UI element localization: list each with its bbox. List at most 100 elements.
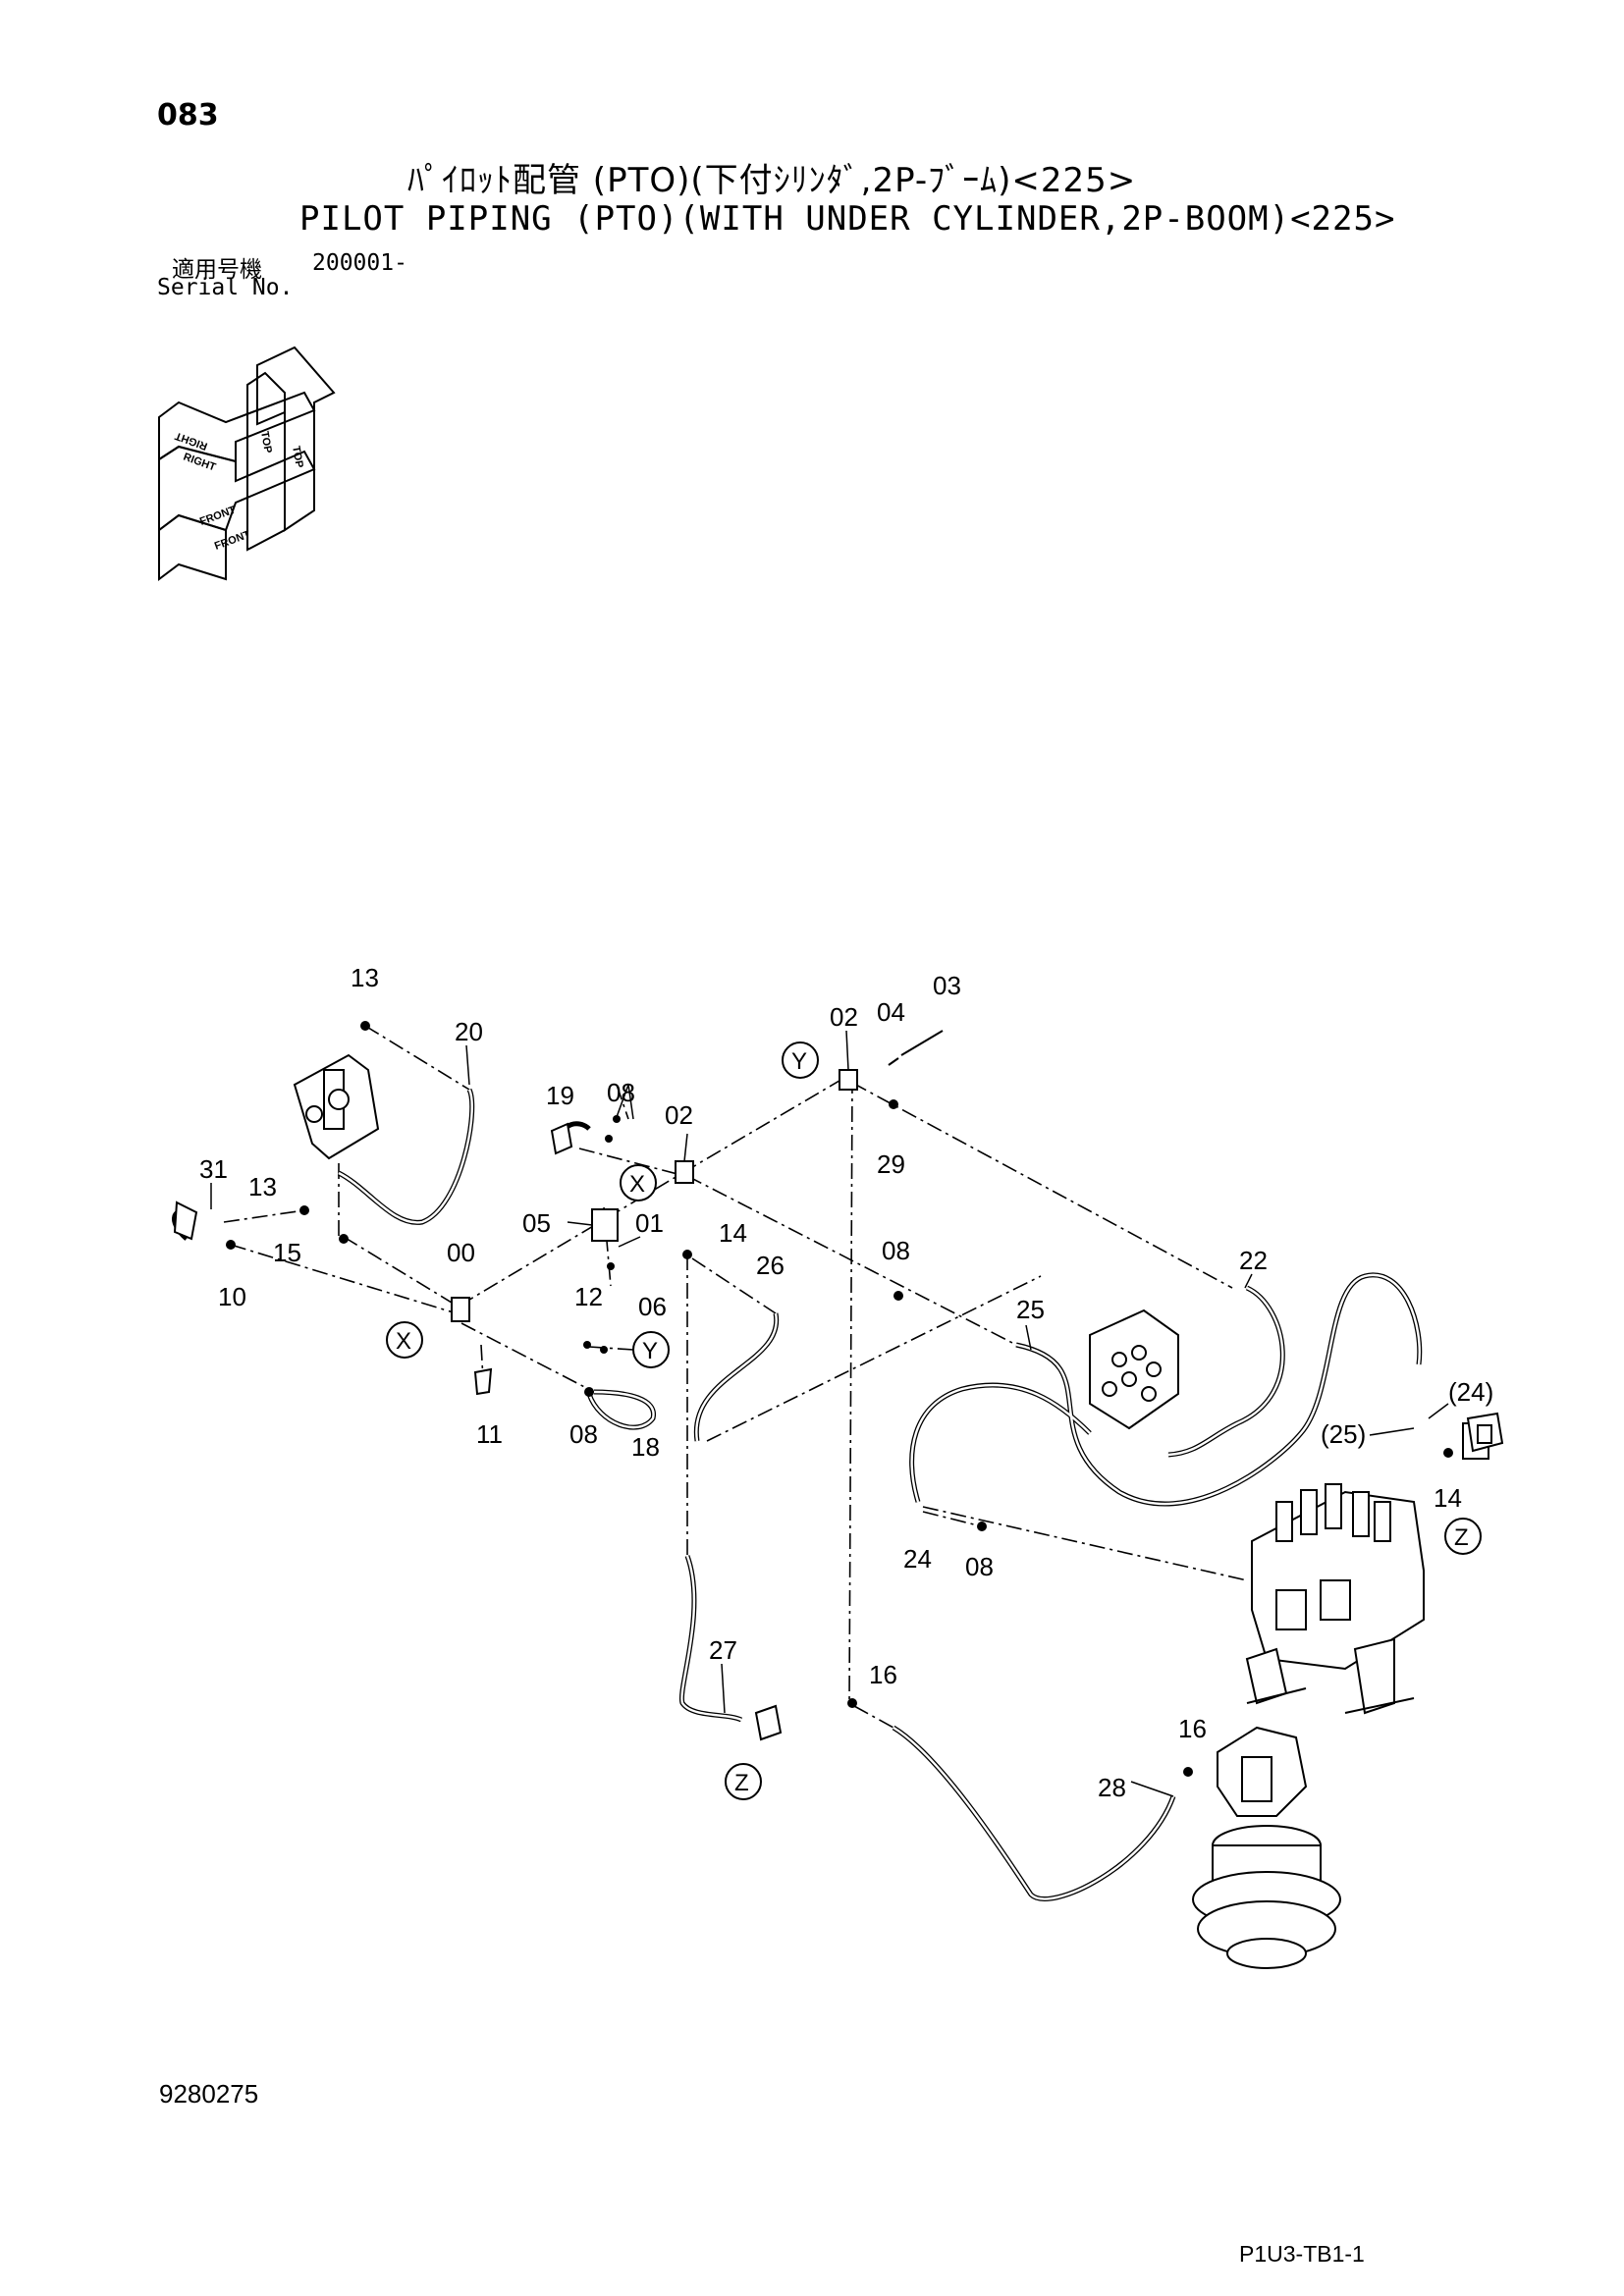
fitting-16b (1183, 1767, 1193, 1777)
fitting-12 (583, 1341, 591, 1349)
leader-12-y (588, 1346, 634, 1351)
part-label-31: 31 (199, 1154, 228, 1184)
components (173, 1053, 1504, 1969)
orient-top-arrow (256, 346, 336, 532)
block-00 (451, 1297, 470, 1322)
part-label-04: 04 (877, 997, 905, 1027)
solenoid-bracket (1466, 1412, 1504, 1453)
leader-19-02 (578, 1148, 678, 1175)
signal-control-valve (1089, 1308, 1179, 1430)
orient-front-label: FRONT (198, 504, 238, 527)
part-label-12: 12 (574, 1282, 603, 1311)
part-label-08b: 08 (569, 1419, 598, 1449)
fitting-13a (360, 1021, 370, 1031)
orient-top-label: TOP (290, 445, 305, 468)
leader-08a (616, 1084, 629, 1120)
fitting-14a (682, 1250, 692, 1259)
part-label-22: 22 (1239, 1246, 1268, 1275)
part-label-02b: 02 (830, 1002, 858, 1032)
serial-label-japanese: 適用号機 (172, 257, 262, 283)
leader-02-02b (681, 1077, 845, 1174)
part-label-18: 18 (631, 1432, 660, 1462)
leader-10-00 (230, 1244, 458, 1314)
bracket-31 (173, 1201, 198, 1241)
part-label-24-paren: (24) (1448, 1377, 1493, 1407)
fitting-15 (339, 1234, 349, 1244)
bracket-19 (550, 1122, 573, 1155)
part-label-08c: 08 (882, 1236, 910, 1265)
orient-right-label-2: RIGHT (174, 429, 210, 452)
label-leaders (210, 1030, 1449, 1797)
orient-top-arrow-inner (246, 371, 286, 552)
part-label-25-paren: (25) (1321, 1419, 1366, 1449)
part-label-24: 24 (903, 1544, 932, 1574)
block-02b (839, 1069, 858, 1091)
part-label-13: 13 (351, 963, 379, 992)
fitting-29 (889, 1099, 898, 1109)
part-label-05: 05 (522, 1208, 551, 1238)
callout-circles: X X Y Y Z Z (386, 1041, 1482, 1800)
callout-z-2-label: Z (734, 1770, 749, 1796)
serial-label-english: Serial No. (157, 275, 294, 300)
block-05 (591, 1208, 619, 1242)
part-label-20: 20 (455, 1017, 483, 1046)
fitting-10 (226, 1240, 236, 1250)
part-04 (888, 1057, 899, 1066)
fitting-06 (607, 1262, 615, 1270)
fitting-08a (613, 1115, 621, 1123)
fitting-08a2 (605, 1135, 613, 1143)
callout-y-1 (782, 1041, 819, 1079)
leader-16-28 (853, 1705, 894, 1729)
part-label-02a: 02 (665, 1100, 693, 1130)
fitting-12b (600, 1346, 608, 1354)
part-label-10: 10 (218, 1282, 246, 1311)
callout-y-2-label: Y (642, 1338, 658, 1364)
leader-14-26 (691, 1257, 777, 1314)
page-number: 083 (157, 98, 219, 133)
part-label-29: 29 (877, 1149, 905, 1179)
callout-x-2 (620, 1164, 657, 1201)
leader-lines (223, 1025, 1248, 1729)
part-label-27: 27 (709, 1635, 737, 1665)
sheet-code: P1U3-TB1-1 (1239, 2241, 1365, 2267)
fitting-08c (893, 1291, 903, 1301)
title-japanese: ﾊﾟｲﾛｯﾄ配管 (PTO)(下付ｼﾘﾝﾀﾞ,2P-ﾌﾞｰﾑ)<225> (407, 161, 1137, 200)
callout-y-1-label: Y (791, 1048, 807, 1075)
callout-z-1 (1444, 1518, 1482, 1555)
fitting-08b (584, 1387, 594, 1397)
bracket-27 (754, 1704, 783, 1741)
part-label-13b: 13 (248, 1172, 277, 1201)
leader-15-00 (343, 1236, 458, 1307)
part-label-19: 19 (546, 1081, 574, 1110)
orient-top-label-2: TOP (258, 430, 274, 454)
part-03-bolt (900, 1030, 944, 1056)
leader-02b-16 (848, 1077, 853, 1704)
hose-inner (338, 1089, 1421, 1900)
part-label-06: 06 (638, 1292, 667, 1321)
part-label-08d: 08 (965, 1552, 994, 1581)
leader-00-08 (460, 1322, 595, 1393)
part-label-15: 15 (273, 1238, 301, 1267)
part-label-28: 28 (1098, 1773, 1126, 1802)
part-label-01: 01 (635, 1208, 664, 1238)
part-label-16a: 16 (869, 1660, 897, 1689)
fitting-08d (977, 1522, 987, 1531)
hose-25 (1015, 1272, 1423, 1507)
drawing-number: 9280275 (159, 2079, 259, 2109)
orientation-indicator (158, 346, 336, 581)
hose-24 (909, 1382, 1092, 1503)
leader-24-valve (922, 1506, 1248, 1581)
callout-x-2-label: X (629, 1171, 645, 1198)
part-label-14a: 14 (719, 1218, 747, 1248)
fitting-13b (299, 1205, 309, 1215)
swing-motor (1192, 1726, 1341, 1969)
title-english: PILOT PIPING (PTO)(WITH UNDER CYLINDER,2… (299, 199, 1396, 239)
part-label-26: 26 (756, 1251, 785, 1280)
part-labels: 13 20 31 13 15 10 19 08 02 05 01 00 12 0… (199, 963, 1493, 1802)
serial-value: 200001- (312, 250, 407, 276)
leader-31-13 (223, 1209, 305, 1223)
fitting-16a (847, 1698, 857, 1708)
block-02a (675, 1160, 694, 1184)
leader-29-22 (851, 1082, 1233, 1289)
leader-18-25 (706, 1275, 1042, 1442)
